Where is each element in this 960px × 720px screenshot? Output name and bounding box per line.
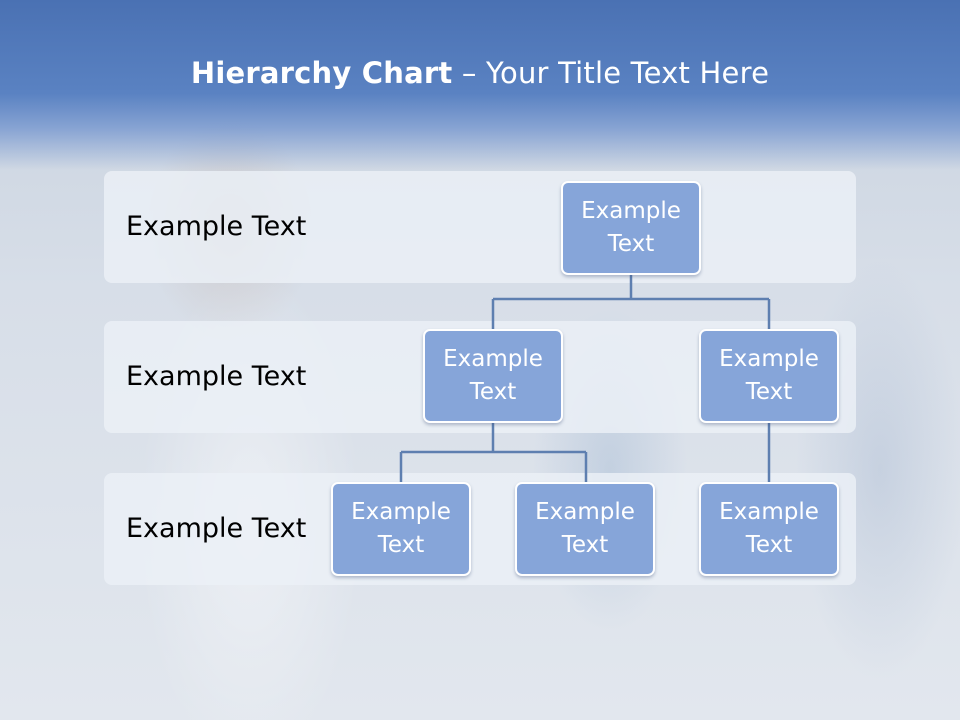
level3-node: Example Text xyxy=(331,482,471,576)
level3-node: Example Text xyxy=(699,482,839,576)
title-band xyxy=(0,0,960,170)
level-band-1: Example Text xyxy=(104,171,856,283)
root-node: Example Text xyxy=(561,181,701,275)
connector-root xyxy=(491,275,771,329)
connector-left-branch xyxy=(399,423,588,482)
level-label: Example Text xyxy=(126,361,307,392)
level2-node: Example Text xyxy=(423,329,563,423)
title-rest-part: – Your Title Text Here xyxy=(452,56,770,90)
slide-title: Hierarchy Chart – Your Title Text Here xyxy=(0,56,960,90)
level3-node: Example Text xyxy=(515,482,655,576)
level-label: Example Text xyxy=(126,513,307,544)
level-label: Example Text xyxy=(126,211,307,242)
level2-node: Example Text xyxy=(699,329,839,423)
title-bold-part: Hierarchy Chart xyxy=(190,56,453,90)
